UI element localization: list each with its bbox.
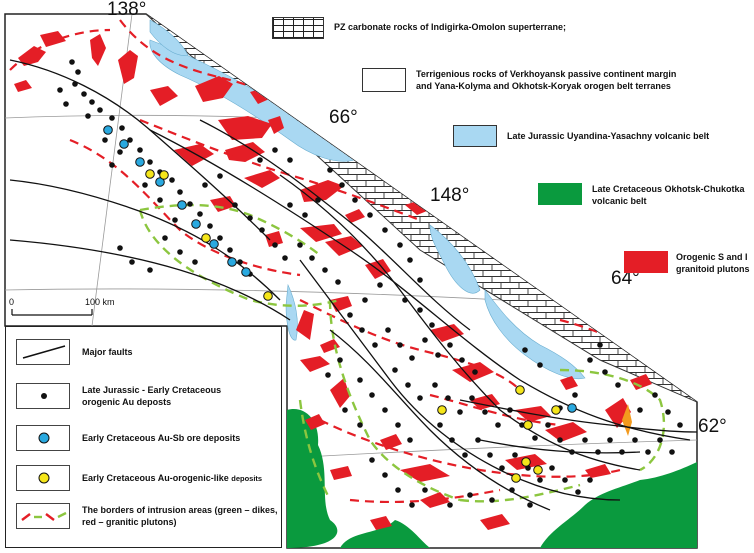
legend-carbonate-text: PZ carbonate rocks of Indigirka-Omolon s…	[334, 22, 567, 32]
plutons-swatch	[624, 251, 668, 273]
lat-62-label: 62°	[698, 416, 727, 437]
legend-okhotsk-text: Late Cretaceous Okhotsk-Chukotka volcani…	[592, 183, 745, 207]
au-orogenic-like-deposits	[145, 169, 561, 483]
legend-row-au: Late Jurassic - Early Cretaceous orogeni…	[16, 383, 221, 409]
legend-auorogenic-text: Early Cretaceous Au-orogenic-like deposi…	[82, 472, 262, 485]
lat-66-label: 66°	[329, 107, 358, 128]
legend-terrigenous: Terrigenious rocks of Verkhoyansk passiv…	[362, 68, 676, 92]
legend-okhotsk: Late Cretaceous Okhotsk-Chukotka volcani…	[538, 183, 745, 207]
legend-row-faults: Major faults	[16, 339, 133, 365]
lat-64-label: 64°	[611, 268, 640, 289]
legend-plutons-line2: granitoid plutons	[676, 264, 750, 274]
legend-terrigenous-line2: and Yana-Kolyma and Okhotsk-Koryak oroge…	[416, 81, 671, 91]
legend-carbonate: PZ carbonate rocks of Indigirka-Omolon s…	[272, 17, 566, 39]
terrigenous-swatch	[362, 68, 406, 92]
fault-swatch	[16, 339, 70, 365]
okhotsk-swatch	[538, 183, 582, 205]
legend-au-line1: Late Jurassic - Early Cretaceous	[82, 385, 222, 395]
au-deposits	[57, 59, 683, 508]
ausb-swatch	[16, 425, 70, 451]
legend-row-borders: The borders of intrusion areas (green – …	[16, 503, 278, 529]
legend-faults-text: Major faults	[82, 347, 133, 357]
legend-au-text: Late Jurassic - Early Cretaceous orogeni…	[82, 384, 221, 408]
black-dot-icon	[41, 393, 47, 399]
legend-ausb-text: Early Cretaceous Au-Sb ore deposits	[82, 433, 241, 443]
uyandina-volcanic-belt	[149, 19, 586, 380]
yellow-dot-icon	[38, 472, 50, 484]
lon-148-label: 148°	[430, 185, 470, 206]
cyan-dot-icon	[38, 432, 50, 444]
scale-start-label: 0	[9, 297, 15, 307]
legend-auorogenic-small: deposits	[231, 473, 263, 483]
legend-borders-text: The borders of intrusion areas (green – …	[82, 504, 278, 528]
okhotsk-volcanic-belt	[287, 409, 697, 548]
auorogenic-swatch	[16, 465, 70, 491]
legend-terrigenous-text: Terrigenious rocks of Verkhoyansk passiv…	[416, 68, 676, 92]
legend-okhotsk-line2: volcanic belt	[592, 196, 647, 206]
legend-au-line2: orogenic Au deposts	[82, 397, 172, 407]
legend-plutons: Orogenic S and I granitoid plutons	[624, 251, 750, 275]
legend-row-auorogenic: Early Cretaceous Au-orogenic-like deposi…	[16, 465, 262, 491]
fault-line-icon	[22, 345, 66, 359]
legend-plutons-line1: Orogenic S and I	[676, 252, 748, 262]
legend-auorogenic-main: Early Cretaceous Au-orogenic-like	[82, 472, 229, 483]
lon-138-label: 138°	[107, 0, 147, 20]
dashed-border-icon	[21, 511, 67, 521]
uyandina-swatch	[453, 125, 497, 147]
symbol-legend: Major faults Late Jurassic - Early Creta…	[5, 326, 282, 548]
dike-borders	[138, 203, 666, 503]
granitoid-plutons	[14, 31, 652, 530]
legend-uyandina-text: Late Jurassic Uyandina-Yasachny volcanic…	[507, 131, 710, 141]
borders-swatch	[16, 503, 70, 529]
legend-plutons-text: Orogenic S and I granitoid plutons	[676, 251, 750, 275]
legend-row-ausb: Early Cretaceous Au-Sb ore deposits	[16, 425, 240, 451]
carbonate-swatch	[272, 17, 324, 39]
scale-bar	[11, 309, 93, 316]
au-sb-deposits	[103, 125, 577, 413]
au-swatch	[16, 383, 70, 409]
legend-uyandina: Late Jurassic Uyandina-Yasachny volcanic…	[453, 125, 709, 147]
legend-borders-line1: The borders of intrusion areas (green – …	[82, 505, 278, 515]
scale-end-label: 100 km	[85, 297, 115, 307]
legend-okhotsk-line1: Late Cretaceous Okhotsk-Chukotka	[592, 184, 745, 194]
legend-terrigenous-line1: Terrigenious rocks of Verkhoyansk passiv…	[416, 69, 677, 79]
legend-borders-line2: red – granitic plutons)	[82, 517, 177, 527]
